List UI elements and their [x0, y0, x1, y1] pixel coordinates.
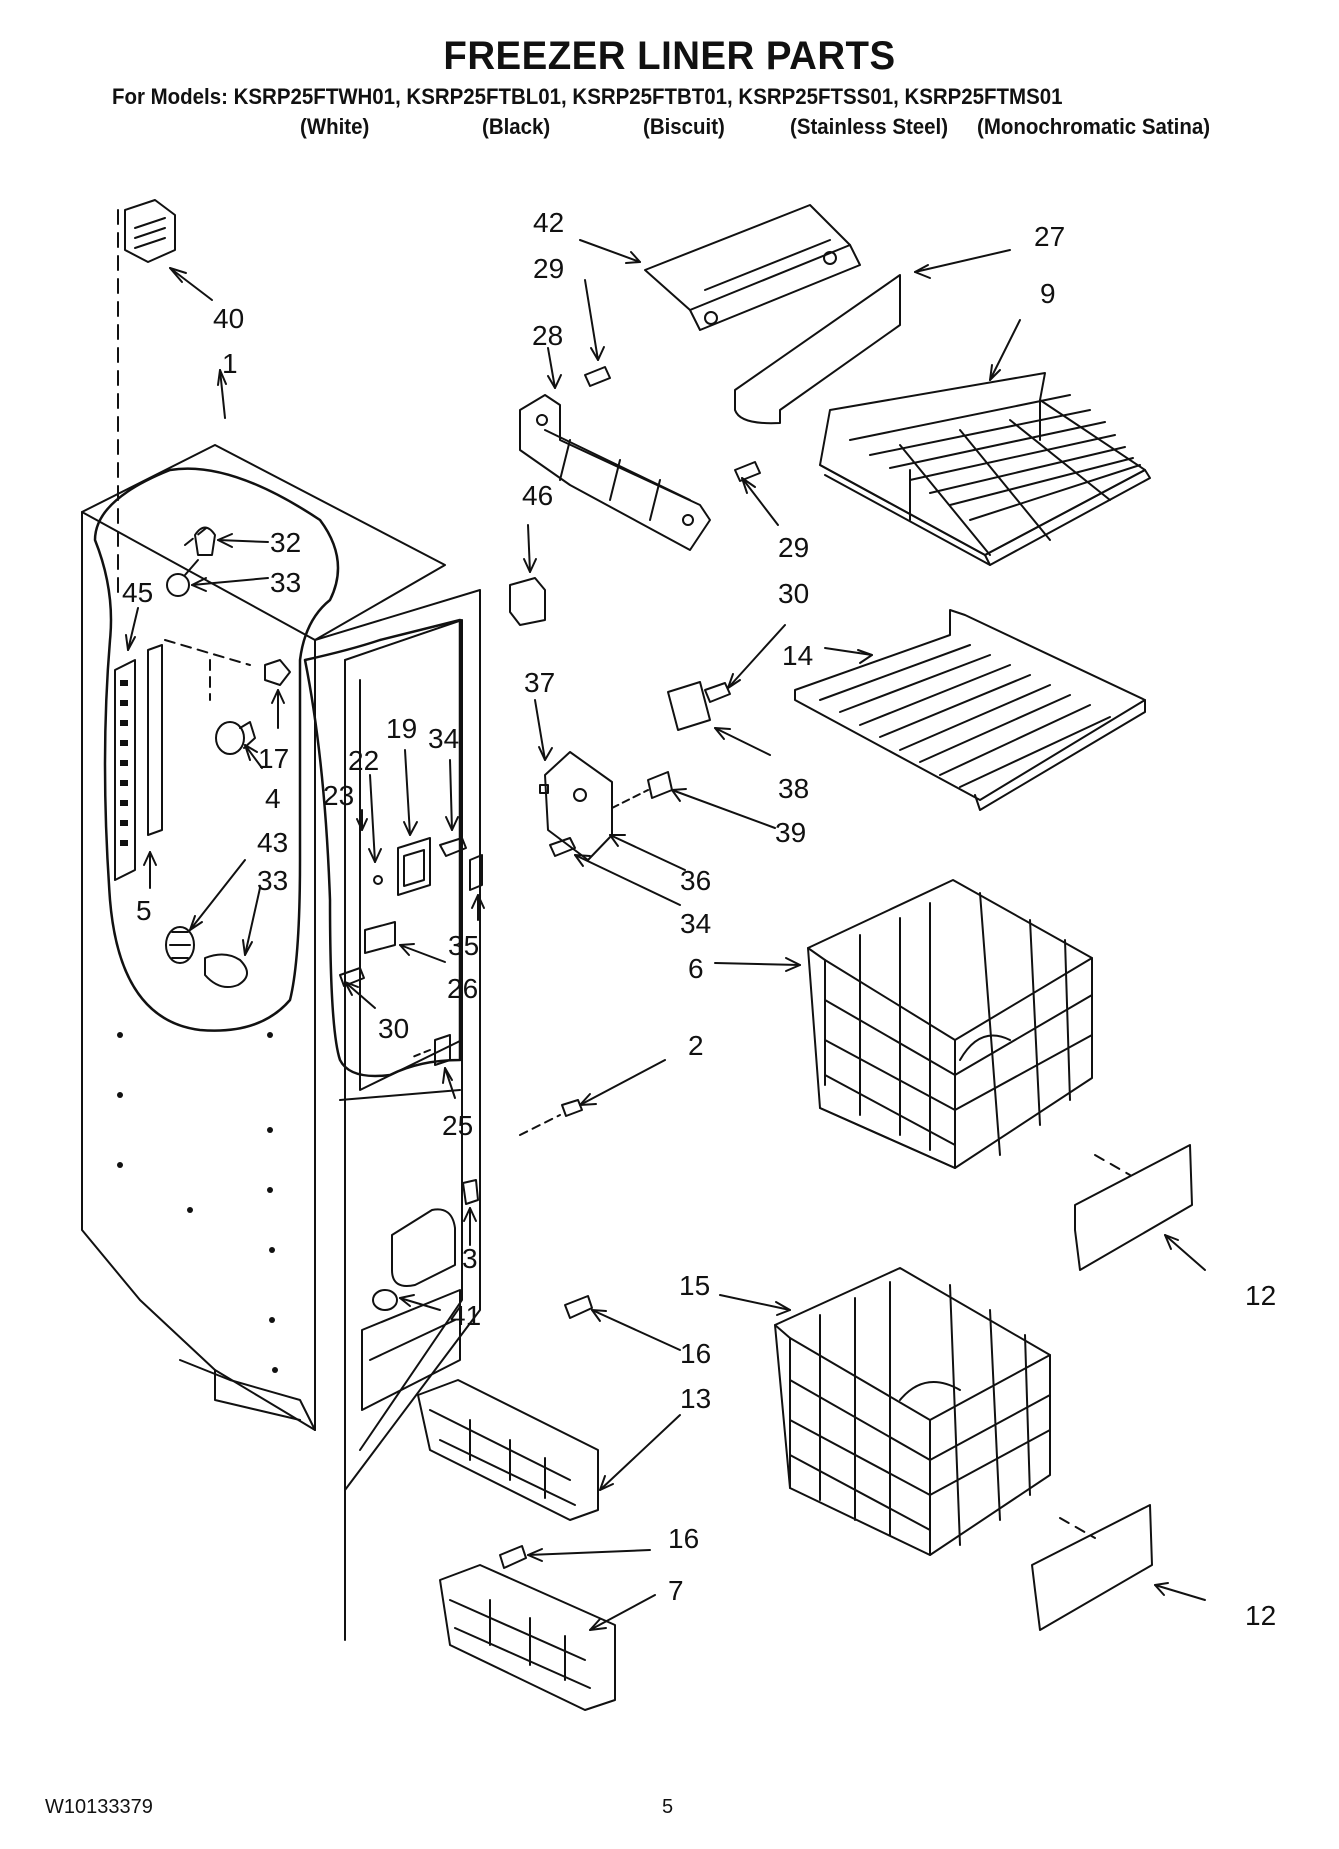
part-29-screw-upper — [584, 366, 611, 387]
callout-9: 9 — [1040, 278, 1056, 309]
callout-25: 25 — [442, 1110, 473, 1141]
color-label-biscuit: (Biscuit) — [643, 114, 725, 139]
part-26-switch — [364, 921, 396, 954]
callout-labels: 40 1 32 33 45 17 4 5 43 33 19 34 22 23 3… — [122, 207, 1276, 1631]
part-34-screw-middle — [549, 837, 576, 857]
part-3-screw — [462, 1179, 479, 1205]
callout-46: 46 — [522, 480, 553, 511]
callout-29-lower: 29 — [778, 532, 809, 563]
part-39-knob — [647, 771, 673, 799]
part-16-screw-upper — [564, 1295, 593, 1319]
freezer-liner — [81, 444, 481, 1641]
callout-34-right: 34 — [680, 908, 711, 939]
callout-4: 4 — [265, 783, 281, 814]
callout-13: 13 — [680, 1383, 711, 1414]
callout-43: 43 — [257, 827, 288, 858]
callout-22: 22 — [348, 745, 379, 776]
models-line: For Models: KSRP25FTWH01, KSRP25FTBL01, … — [112, 84, 1063, 109]
page-number: 5 — [662, 1796, 674, 1818]
callout-38: 38 — [778, 773, 809, 804]
part-7-track — [439, 1564, 616, 1711]
callout-15: 15 — [679, 1270, 710, 1301]
part-32-socket — [166, 526, 216, 597]
leader-arrows — [125, 239, 1206, 1631]
part-9-shelf — [819, 372, 1151, 566]
callout-27: 27 — [1034, 221, 1065, 252]
color-label-stainless: (Stainless Steel) — [790, 114, 949, 139]
callout-16-lower: 16 — [668, 1523, 699, 1554]
part-27-panel — [734, 274, 901, 425]
part-22-spring — [373, 875, 383, 885]
callout-29-upper: 29 — [533, 253, 564, 284]
part-30-screw-right — [704, 682, 731, 703]
part-19-housing — [397, 837, 431, 896]
part-30-screw-left — [339, 967, 365, 987]
callout-33-upper: 33 — [270, 567, 301, 598]
callout-3: 3 — [462, 1243, 478, 1274]
callout-17: 17 — [258, 743, 289, 774]
callout-23: 23 — [323, 780, 354, 811]
part-25-switch — [434, 1034, 451, 1066]
callout-35: 35 — [448, 930, 479, 961]
part-41-damper — [372, 1208, 456, 1311]
part-29-screw-lower — [734, 461, 761, 482]
part-17-clip — [264, 659, 291, 686]
part-45-light-bar — [114, 644, 163, 881]
callout-16-upper: 16 — [680, 1338, 711, 1369]
callout-30-right: 30 — [778, 578, 809, 609]
part-34-screw — [439, 837, 467, 857]
callout-45: 45 — [122, 577, 153, 608]
part-2-screw — [561, 1099, 583, 1117]
part-13-track — [417, 1379, 599, 1521]
part-42-cover — [644, 204, 861, 331]
callout-36: 36 — [680, 865, 711, 896]
part-40-clip — [124, 199, 176, 263]
callout-33-lower: 33 — [257, 865, 288, 896]
part-28-bracket — [519, 394, 711, 551]
color-label-satina: (Monochromatic Satina) — [977, 114, 1211, 139]
callout-39: 39 — [775, 817, 806, 848]
callout-32: 32 — [270, 527, 301, 558]
page-title: FREEZER LINER PARTS — [443, 34, 896, 78]
part-46-clip — [509, 577, 546, 626]
callout-41: 41 — [450, 1300, 481, 1331]
callout-14: 14 — [782, 640, 813, 671]
callout-5: 5 — [136, 895, 152, 926]
doc-number: W10133379 — [45, 1796, 153, 1818]
color-label-white: (White) — [300, 114, 370, 139]
callout-34-left: 34 — [428, 723, 459, 754]
part-12-panel-lower — [1031, 1504, 1153, 1631]
color-label-black: (Black) — [482, 114, 551, 139]
part-16-screw-lower — [499, 1545, 527, 1569]
part-12-panel-upper — [1074, 1144, 1193, 1271]
part-14-shelf — [794, 609, 1146, 811]
callout-37: 37 — [524, 667, 555, 698]
part-43-socket — [165, 926, 248, 988]
callout-28: 28 — [532, 320, 563, 351]
callout-2: 2 — [688, 1030, 704, 1061]
part-38-bracket — [667, 681, 711, 731]
callout-6: 6 — [688, 953, 704, 984]
part-6-basket — [807, 879, 1093, 1169]
part-4-knob — [215, 721, 256, 755]
callout-1: 1 — [222, 348, 238, 379]
part-35-clip — [469, 854, 483, 891]
callout-40: 40 — [213, 303, 244, 334]
callout-30-left: 30 — [378, 1013, 409, 1044]
callout-7: 7 — [668, 1575, 684, 1606]
callout-19: 19 — [386, 713, 417, 744]
callout-12-upper: 12 — [1245, 1280, 1276, 1311]
part-15-basket — [774, 1267, 1051, 1556]
callout-42: 42 — [533, 207, 564, 238]
callout-26: 26 — [447, 973, 478, 1004]
callout-12-lower: 12 — [1245, 1600, 1276, 1631]
